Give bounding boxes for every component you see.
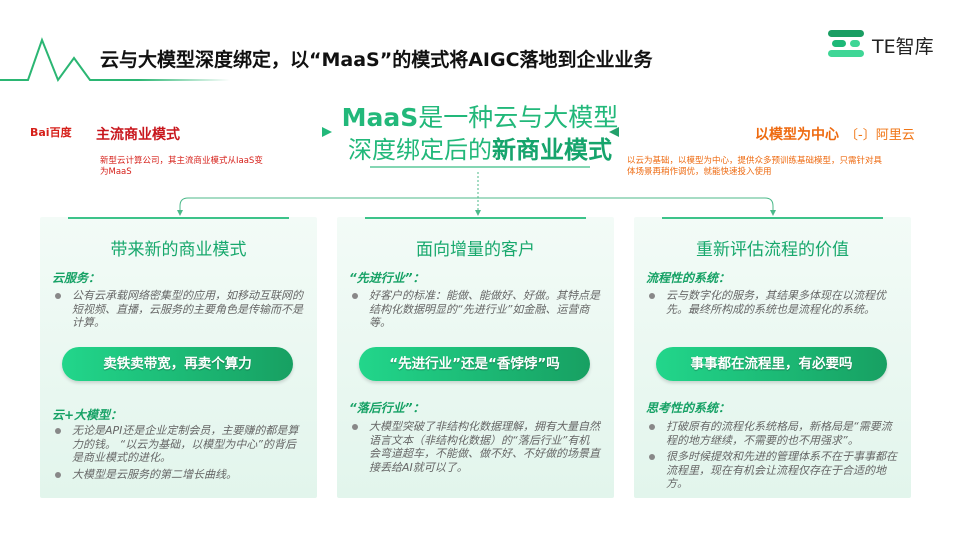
- section-heading: “落后行业”：: [349, 401, 425, 415]
- bullet: 很多时候提效和先进的管理体系不在于事事都在流程里，现在有机会让流程仅存在于合适的…: [646, 450, 897, 491]
- baidu-logo: Bai百度: [30, 126, 72, 139]
- center-headline-line1: MaaS是一种云与大模型: [330, 102, 630, 134]
- card-title: 面向增量的客户: [416, 240, 535, 260]
- card-title: 带来新的商业模式: [110, 240, 247, 260]
- bullet: 无论是API还是企业定制会员，主要赚的都是算力的钱。 “以云为基础，以模型为中心…: [52, 424, 303, 465]
- bullet: 云与数字化的服务，其结果多体现在以流程优先。最终所构成的系统也是流程化的系统。: [646, 289, 897, 316]
- maas-bold: MaaS: [341, 103, 419, 132]
- new-model-bold: 新商业模式: [492, 136, 612, 164]
- te-logo: TE智库: [828, 28, 938, 60]
- card-business-model: 带来新的商业模式 云服务： 公有云承载网络密集型的应用，如移动互联网的短视频、直…: [40, 217, 317, 498]
- logo-text: TE智库: [872, 36, 934, 58]
- right-label: 以模型为中心: [755, 127, 839, 143]
- card-incremental-customers: 面向增量的客户 “先进行业”： 好客户的标准：能做、能做好、好做。其特点是结构化…: [337, 217, 614, 498]
- section-heading: 云服务：: [52, 271, 101, 285]
- highlight-pill: 卖铁卖带宽，再卖个算力: [62, 347, 293, 381]
- section-heading: 思考性的系统：: [646, 401, 731, 415]
- card-process-value: 重新评估流程的价值 流程性的系统： 云与数字化的服务，其结果多体现在以流程优先。…: [634, 217, 911, 498]
- line1-rest: 是一种云与大模型: [418, 103, 619, 132]
- highlight-pill: “先进行业”还是“香饽饽”吗: [359, 347, 590, 381]
- bullet: 打破原有的流程化系统格局，新格局是“需要流程的地方继续，不需要的也不用强求”。: [646, 420, 897, 447]
- center-headline-line2: 深度绑定后的新商业模式: [330, 134, 630, 166]
- card-title: 重新评估流程的价值: [696, 240, 849, 260]
- pulse-line-decoration: [0, 37, 230, 83]
- bullet: 公有云承载网络密集型的应用，如移动互联网的短视频、直播，云服务的主要角色是传输而…: [52, 289, 303, 330]
- page-title: 云与大模型深度绑定，以“MaaS”的模式将AIGC落地到企业业务: [100, 49, 653, 71]
- left-description: 新型云计算公司，其主流商业模式从IaaS变为MaaS: [100, 156, 263, 177]
- line2-rest: 深度绑定后的: [348, 136, 492, 164]
- section-heading: 云+大模型：: [52, 408, 123, 422]
- section-heading: 流程性的系统：: [646, 271, 731, 285]
- left-label: 主流商业模式: [96, 127, 180, 143]
- bullet: 大模型突破了非结构化数据理解，拥有大量自然语言文本（非结构化数据）的“落后行业”…: [349, 420, 600, 474]
- bullet: 大模型是云服务的第二增长曲线。: [52, 468, 303, 482]
- connector-arrows: [177, 127, 776, 216]
- right-description: 以云为基础，以模型为中心，提供众多预训练基础模型，只需针对具体场景再稍作调优，就…: [627, 156, 883, 177]
- section-heading: “先进行业”：: [349, 271, 425, 285]
- aliyun-logo: 〔-〕阿里云: [845, 128, 915, 143]
- bullet: 好客户的标准：能做、能做好、好做。其特点是结构化数据明显的“先进行业”如金融、运…: [349, 289, 600, 330]
- highlight-pill: 事事都在流程里，有必要吗: [656, 347, 887, 381]
